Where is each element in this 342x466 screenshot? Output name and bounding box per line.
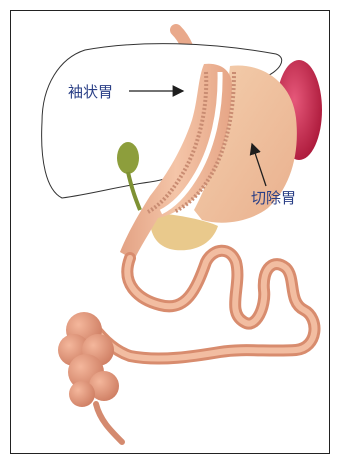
sleeve-stomach-label: 袖状胃 [68, 83, 113, 101]
removed-stomach-label: 切除胃 [251, 189, 296, 207]
appendix [96, 404, 122, 442]
colon [58, 312, 119, 407]
gallbladder [117, 142, 139, 174]
